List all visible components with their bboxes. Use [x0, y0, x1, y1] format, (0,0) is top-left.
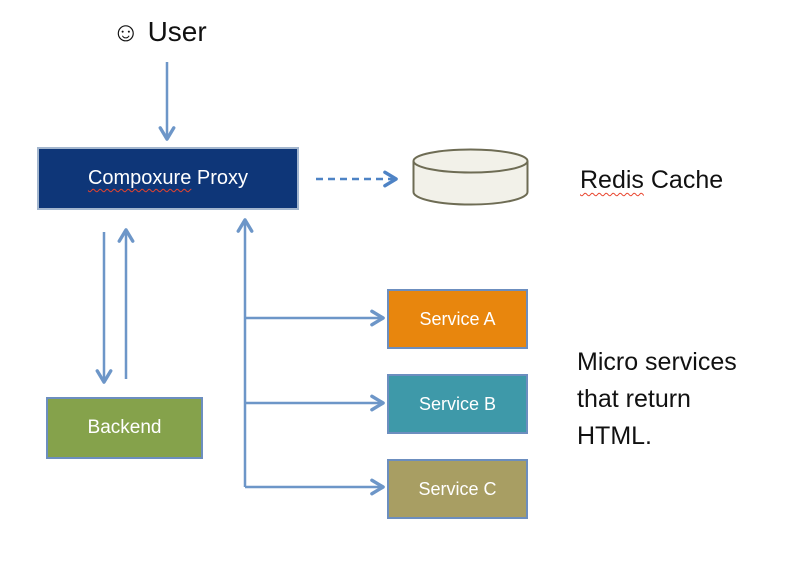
- service-a-label: Service A: [419, 308, 496, 329]
- microservices-note: Micro services that return HTML.: [577, 348, 737, 450]
- compoxure-proxy-box: Compoxure Proxy: [37, 147, 299, 210]
- service-a-box: Service A: [387, 289, 528, 349]
- proxy-label-rest: Proxy: [196, 167, 249, 189]
- redis-cylinder-icon: [412, 148, 529, 206]
- service-b-label: Service B: [418, 393, 497, 414]
- service-b-box: Service B: [387, 374, 528, 434]
- user-smiley-icon: ☺: [112, 16, 140, 47]
- service-c-box: Service C: [387, 459, 528, 519]
- redis-cache-label: Redis Cache: [580, 166, 723, 195]
- redis-label-rest: Cache: [650, 166, 724, 194]
- user-label-text: User: [147, 16, 207, 47]
- proxy-label-misspelled-word: Compoxure: [87, 167, 192, 189]
- backend-label: Backend: [87, 417, 162, 438]
- service-c-label: Service C: [418, 478, 497, 499]
- backend-box: Backend: [46, 397, 203, 459]
- user-label: ☺ User: [112, 16, 207, 48]
- redis-label-misspelled-word: Redis: [580, 166, 644, 194]
